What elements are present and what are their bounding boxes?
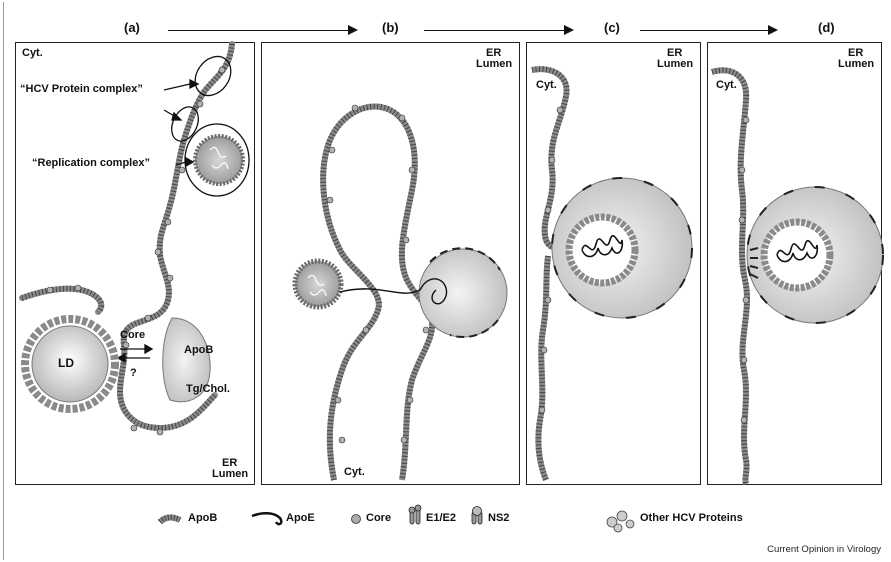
tg-chol-label: Tg/Chol. bbox=[186, 384, 230, 396]
credit-line: Current Opinion in Virology bbox=[767, 544, 881, 555]
legend-apob-label: ApoB bbox=[188, 512, 217, 524]
panel-d-core-vesicle bbox=[764, 222, 830, 288]
panel-a-cyt-label: Cyt. bbox=[22, 48, 43, 60]
panel-d-cyt-label: Cyt. bbox=[716, 80, 737, 92]
legend-other-hcv-proteins-label: Other HCV Proteins bbox=[640, 512, 743, 524]
hcv-protein-complex-label: “HCV Protein complex” bbox=[20, 84, 143, 96]
apob-label: ApoB bbox=[184, 345, 213, 357]
panel-c-lumen-label: Lumen bbox=[657, 59, 693, 71]
legend-e1e2-icon bbox=[409, 505, 421, 524]
panel-b-cyt-label: Cyt. bbox=[344, 467, 365, 479]
panel-c-cyt-label: Cyt. bbox=[536, 80, 557, 92]
legend-apoe-icon bbox=[252, 513, 281, 524]
legend-apob-icon bbox=[160, 517, 180, 522]
legend-core-label: Core bbox=[366, 512, 391, 524]
panel-c-core-vesicle bbox=[569, 217, 635, 283]
panel-b-lumen-label: Lumen bbox=[476, 59, 512, 71]
lipid-droplet-label: LD bbox=[58, 357, 74, 370]
legend-apoe-label: ApoE bbox=[286, 512, 315, 524]
legend-ns2-icon bbox=[472, 507, 482, 525]
replication-complex-label: “Replication complex” bbox=[32, 158, 150, 170]
panel-d-lumen-label: Lumen bbox=[838, 59, 874, 71]
core-label: Core bbox=[120, 330, 145, 342]
legend-ns2-label: NS2 bbox=[488, 512, 509, 524]
panel-a-lumen-label: Lumen bbox=[212, 469, 248, 481]
legend-core-icon bbox=[352, 515, 361, 524]
legend-e1e2-label: E1/E2 bbox=[426, 512, 456, 524]
replication-complex-vesicle bbox=[195, 136, 243, 184]
question-label: ? bbox=[130, 368, 137, 380]
legend-other-hcv-proteins-icon bbox=[607, 511, 634, 532]
